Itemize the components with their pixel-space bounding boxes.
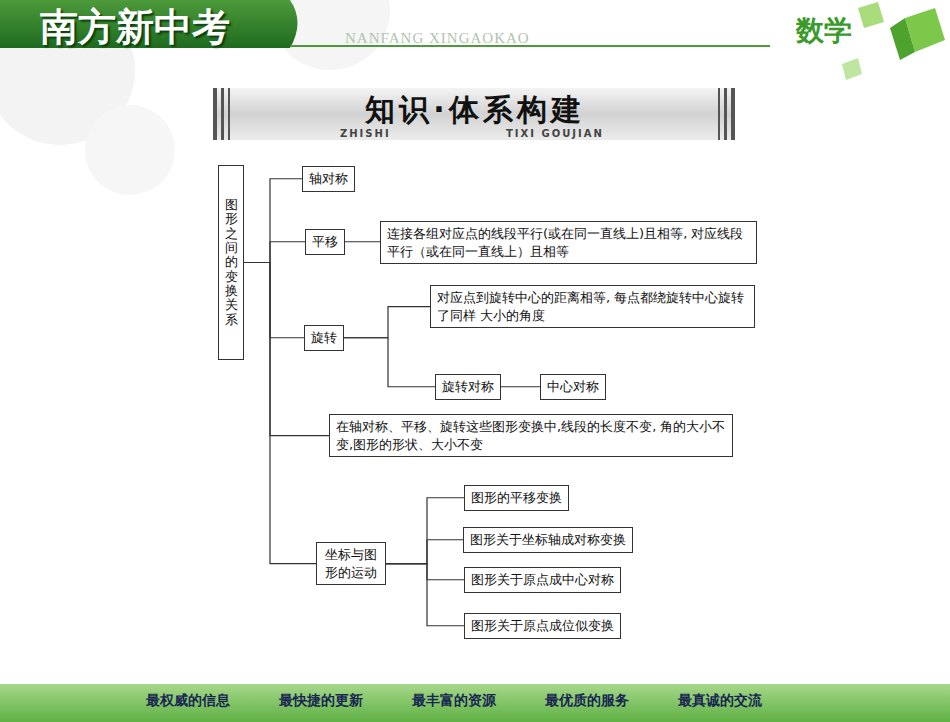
topic-box: 平移 <box>305 229 345 255</box>
topic-box: 坐标与图形的运动 <box>316 542 386 585</box>
footer-slogan: 最真诚的交流 <box>678 692 762 710</box>
topic-box: 旋转对称 <box>435 374 501 400</box>
tree-connector <box>386 564 464 626</box>
brand-name: 南方新中考 <box>40 2 230 53</box>
box-text: 轴对称 <box>309 170 348 188</box>
section-title: 知识·体系构建 <box>0 90 950 131</box>
box-text: 旋转 <box>311 329 337 347</box>
tree-connector <box>244 263 316 564</box>
footer-slogan: 最快捷的更新 <box>279 692 363 710</box>
watermark: NANFANG XINGAOKAO <box>345 30 530 47</box>
box-text: 图形关于坐标轴成对称变换 <box>470 531 626 549</box>
topic-box: 中心对称 <box>540 374 606 400</box>
box-text: 对应点到旋转中心的距离相等, 每点都绕旋转中心旋转了同样 大小的角度 <box>437 289 748 324</box>
tree-connector <box>344 307 430 338</box>
tree-connector <box>244 263 304 338</box>
bg-circle <box>85 105 175 195</box>
box-text: 中心对称 <box>547 378 599 396</box>
topic-box: 图形关于原点成位似变换 <box>464 613 621 639</box>
tree-connector <box>344 338 435 387</box>
topic-box: 图形关于原点成中心对称 <box>464 567 621 593</box>
footer-slogan: 最权威的信息 <box>146 692 230 710</box>
tree-connector <box>386 564 464 580</box>
note-box: 连接各组对应点的线段平行(或在同一直线上)且相等, 对应线段平行（或在同一直线上… <box>380 221 757 264</box>
box-text: 连接各组对应点的线段平行(或在同一直线上)且相等, 对应线段平行（或在同一直线上… <box>387 225 750 260</box>
tree-connector <box>386 498 464 564</box>
tree-connector <box>501 386 540 387</box>
footer-slogan: 最丰富的资源 <box>412 692 496 710</box>
box-text: 在轴对称、平移、旋转这些图形变换中,线段的长度不变, 角的大小不变,图形的形状、… <box>336 418 726 453</box>
footer-slogan: 最优质的服务 <box>545 692 629 710</box>
box-text: 平移 <box>312 233 338 251</box>
topic-box: 轴对称 <box>302 166 355 192</box>
root-box: 图形之间的变换关系 <box>218 165 244 360</box>
topic-box: 图形关于坐标轴成对称变换 <box>463 527 633 553</box>
box-text: 图形关于原点成位似变换 <box>471 617 614 635</box>
box-text: 图形关于原点成中心对称 <box>471 571 614 589</box>
note-box: 在轴对称、平移、旋转这些图形变换中,线段的长度不变, 角的大小不变,图形的形状、… <box>329 414 733 457</box>
tree-connector <box>386 540 463 564</box>
box-text: 旋转对称 <box>442 378 494 396</box>
pinyin-caption: ZHISHI <box>340 128 391 139</box>
box-text: 图形之间的变换关系 <box>225 198 238 327</box>
footer-band <box>0 684 950 722</box>
box-text: 图形的平移变换 <box>471 489 562 507</box>
pinyin-caption: TIXI GOUJIAN <box>506 128 604 139</box>
green-cubes <box>842 2 945 80</box>
tree-connector <box>244 242 305 263</box>
topic-box: 图形的平移变换 <box>464 485 569 511</box>
box-text: 坐标与图形的运动 <box>323 546 379 581</box>
topic-box: 旋转 <box>304 325 344 351</box>
subject-name: 数学 <box>796 12 852 50</box>
note-box: 对应点到旋转中心的距离相等, 每点都绕旋转中心旋转了同样 大小的角度 <box>430 285 755 328</box>
tree-connector <box>345 241 380 242</box>
tree-connector <box>244 179 302 263</box>
